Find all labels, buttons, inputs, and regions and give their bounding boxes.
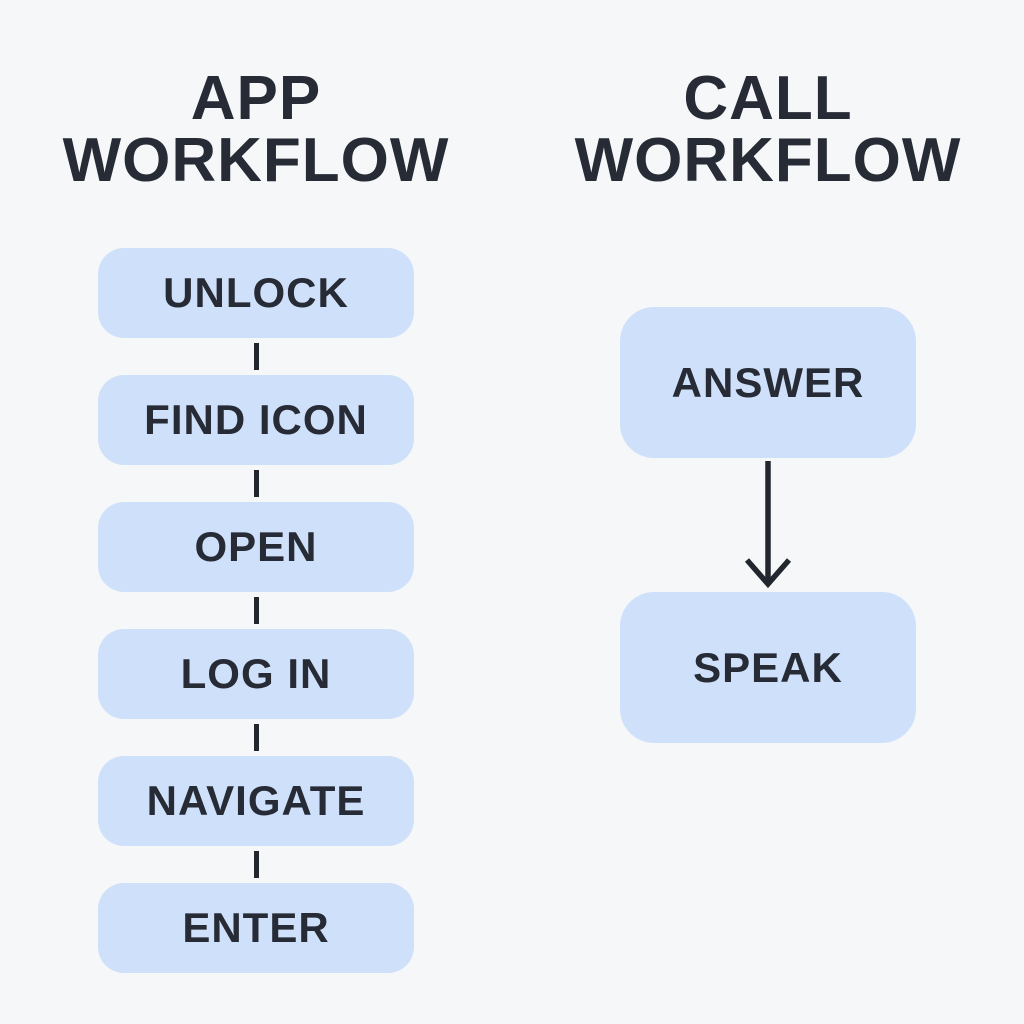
flow-node-log-in: LOG IN (98, 629, 414, 719)
app-workflow-column: APP WORKFLOW UNLOCK FIND ICON OPEN LOG I… (63, 68, 450, 973)
call-workflow-title-line1: CALL (683, 64, 853, 133)
app-workflow-title: APP WORKFLOW (63, 68, 450, 192)
connector-line-icon (253, 597, 259, 624)
connector-line-icon (253, 343, 259, 370)
arrow-down-icon (744, 461, 792, 589)
flow-node-find-icon: FIND ICON (98, 375, 414, 465)
flow-node-unlock: UNLOCK (98, 248, 414, 338)
call-workflow-title-line2: WORKFLOW (574, 126, 962, 195)
call-workflow-column: CALL WORKFLOW ANSWER SPEAK (512, 0, 1024, 1024)
connector-line-icon (253, 470, 259, 497)
flow-node-enter: ENTER (98, 883, 414, 973)
connector-line-icon (253, 724, 259, 751)
app-workflow-title-line2: WORKFLOW (62, 126, 450, 195)
call-workflow-title: CALL WORKFLOW (575, 68, 962, 192)
flow-node-navigate: NAVIGATE (98, 756, 414, 846)
app-workflow-title-line1: APP (190, 64, 322, 133)
flow-node-open: OPEN (98, 502, 414, 592)
flow-node-answer: ANSWER (620, 307, 916, 458)
flow-node-speak: SPEAK (620, 592, 916, 743)
call-workflow-flow: ANSWER SPEAK (620, 307, 916, 743)
app-workflow-flow: UNLOCK FIND ICON OPEN LOG IN NAVIGATE EN… (98, 248, 414, 973)
connector-line-icon (253, 851, 259, 878)
